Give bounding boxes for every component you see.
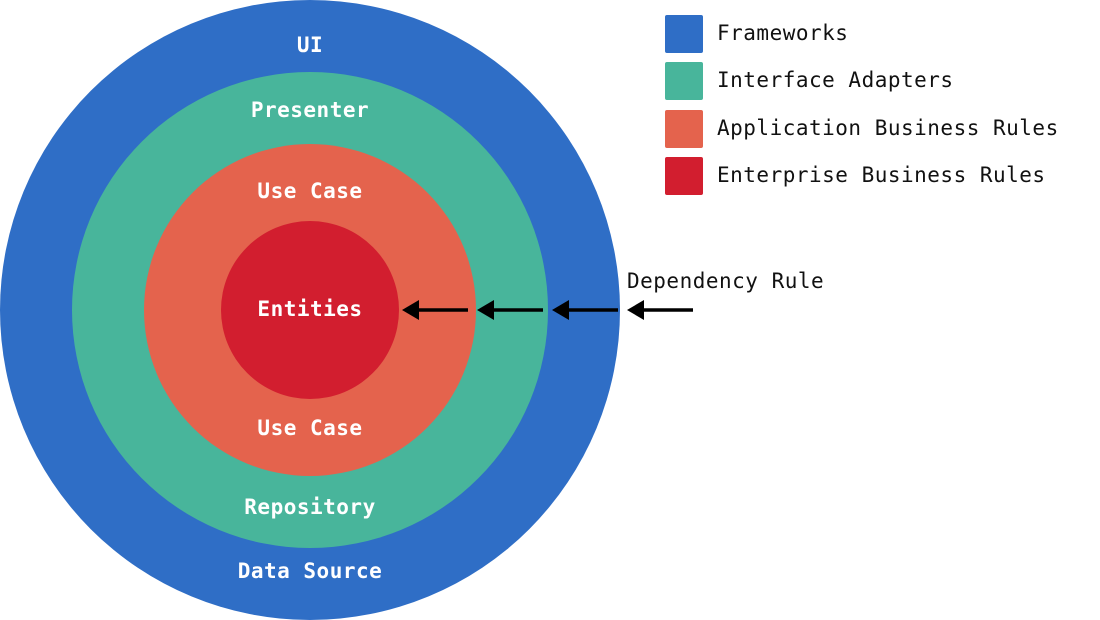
ui-label: UI: [297, 33, 323, 57]
legend-label-application-business-rules: Application Business Rules: [717, 116, 1059, 140]
legend-label-enterprise-business-rules: Enterprise Business Rules: [717, 163, 1046, 187]
use-case-top-label: Use Case: [257, 179, 362, 203]
legend: Frameworks Interface Adapters Applicatio…: [665, 15, 1059, 195]
arrow-left-icon: [402, 300, 468, 320]
concentric-layers: [0, 0, 620, 620]
legend-item-frameworks: Frameworks: [665, 15, 848, 53]
legend-item-enterprise-business-rules: Enterprise Business Rules: [665, 157, 1046, 195]
legend-item-interface-adapters: Interface Adapters: [665, 62, 954, 100]
legend-swatch-interface-adapters: [665, 62, 703, 100]
legend-swatch-application-business-rules: [665, 110, 703, 148]
presenter-label: Presenter: [251, 98, 369, 122]
entities-label: Entities: [257, 297, 362, 321]
arrow-left-icon: [477, 300, 543, 320]
legend-item-application-business-rules: Application Business Rules: [665, 110, 1059, 148]
arrow-left-icon: [552, 300, 618, 320]
enterprise-business-rules-circle: [221, 221, 399, 399]
legend-label-interface-adapters: Interface Adapters: [717, 68, 954, 92]
dependency-rule-label: Dependency Rule: [627, 269, 824, 293]
repository-label: Repository: [244, 495, 375, 519]
legend-swatch-enterprise-business-rules: [665, 157, 703, 195]
legend-label-frameworks: Frameworks: [717, 21, 848, 45]
ring-labels: UI Presenter Use Case Entities Use Case …: [238, 33, 383, 583]
use-case-bottom-label: Use Case: [257, 416, 362, 440]
dependency-arrows: [402, 300, 693, 320]
data-source-label: Data Source: [238, 559, 383, 583]
arrow-left-icon: [627, 300, 693, 320]
legend-swatch-frameworks: [665, 15, 703, 53]
